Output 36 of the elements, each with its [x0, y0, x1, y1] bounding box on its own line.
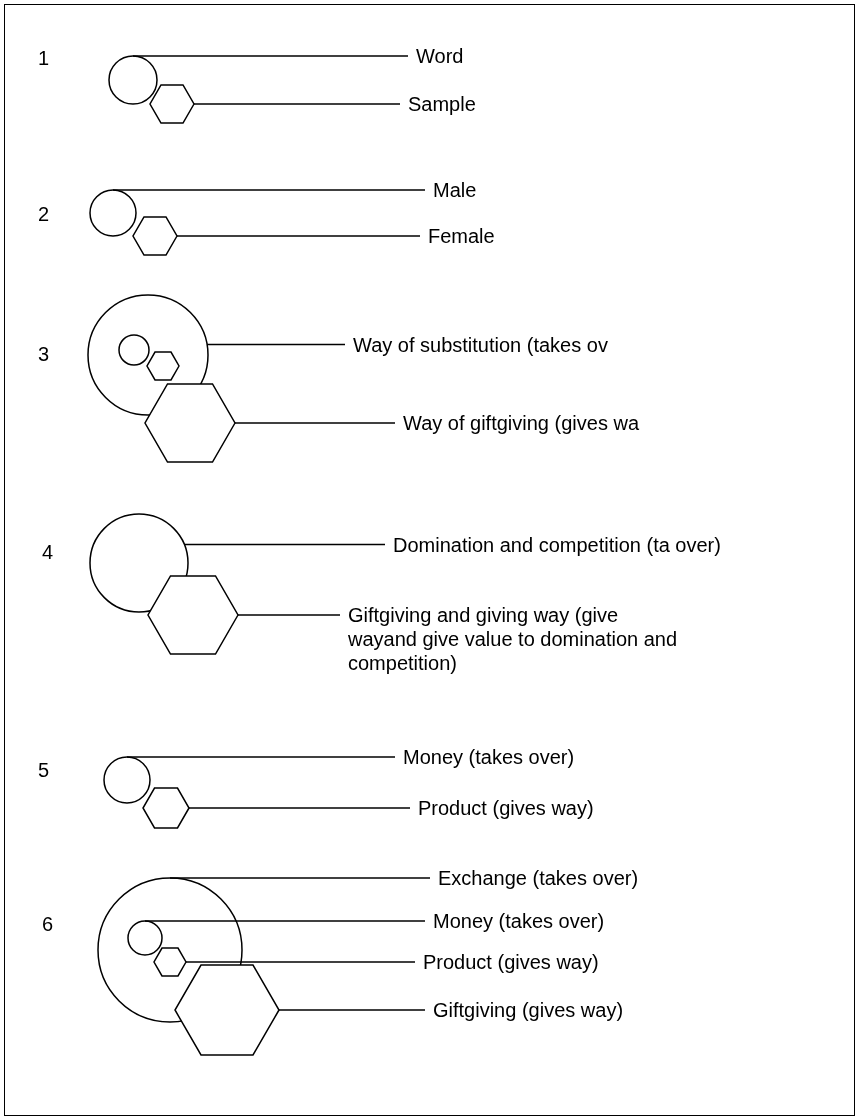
circle [117, 333, 151, 367]
leader-line [183, 543, 386, 546]
leader-label: Domination and competition (ta over) [385, 532, 723, 557]
figure-number: 3 [38, 342, 50, 366]
leader-label: Way of giftgiving (gives wa [395, 411, 639, 435]
figure-number: 2 [38, 202, 50, 226]
leader-line [206, 343, 346, 346]
leader-label: Product (gives way) [410, 796, 594, 820]
figure-number: 5 [38, 758, 50, 782]
leader-line [185, 961, 416, 963]
leader-label: Female [420, 224, 495, 248]
leader-label: Money (takes over) [425, 909, 605, 933]
leader-line [193, 103, 401, 105]
circle [126, 919, 164, 957]
figure-number: 1 [38, 46, 50, 70]
hexagon [152, 944, 188, 980]
leader-line [188, 807, 411, 809]
leader-line [278, 1009, 426, 1011]
leader-label: Money (takes over) [395, 745, 575, 769]
leader-label: Way of substitution (takes ov [345, 332, 608, 357]
leader-label: Giftgiving and giving way (give wayand give value to domination and competition) [340, 603, 688, 675]
circle [102, 755, 152, 805]
leader-label: Sample [400, 92, 476, 116]
leader-line [237, 614, 341, 616]
leader-label: Word [408, 44, 464, 68]
leader-label: Exchange (takes over) [430, 866, 639, 890]
circle [88, 188, 138, 238]
circle [107, 54, 159, 106]
leader-label: Giftgiving (gives way) [425, 998, 624, 1022]
leader-label: Male [425, 178, 477, 202]
leader-line [176, 235, 421, 237]
leader-line [234, 422, 396, 424]
figure-number: 4 [42, 540, 54, 564]
figure-number: 6 [42, 912, 54, 936]
leader-label: Product (gives way) [415, 950, 599, 974]
circle [88, 512, 190, 614]
